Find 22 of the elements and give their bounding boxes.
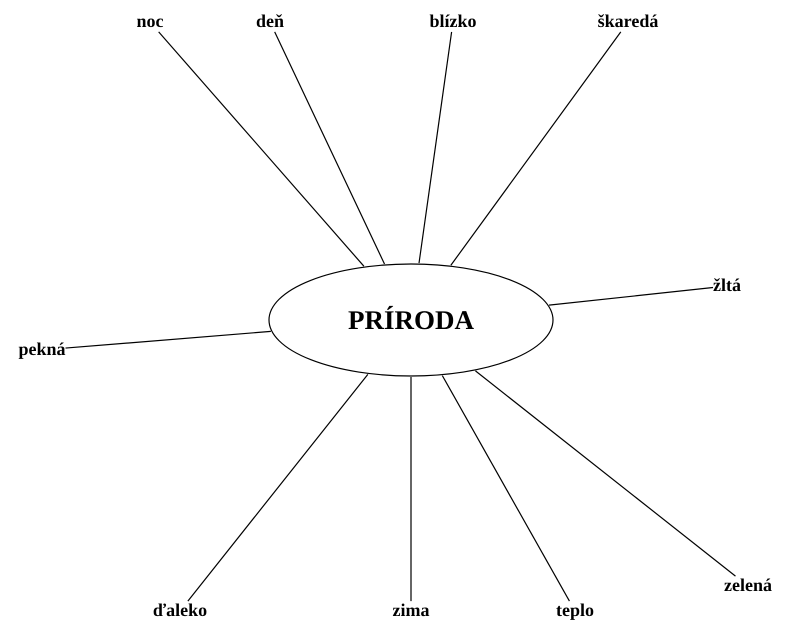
connector-line bbox=[187, 374, 368, 602]
word-label: ďaleko bbox=[152, 601, 208, 621]
word-label: deň bbox=[256, 12, 284, 32]
connector-line bbox=[450, 32, 622, 266]
connector-line bbox=[410, 377, 412, 602]
node-label: PRÍRODA bbox=[348, 304, 474, 336]
connector-line bbox=[158, 32, 364, 267]
connector-line bbox=[442, 375, 570, 602]
connector-line bbox=[549, 286, 714, 306]
word-label: škaredá bbox=[598, 12, 658, 32]
word-label: noc bbox=[136, 12, 164, 32]
connector-line bbox=[475, 370, 736, 577]
word-label: blízko bbox=[430, 12, 476, 32]
word-label: žltá bbox=[713, 276, 741, 296]
word-label: pekná bbox=[18, 340, 66, 360]
connector-line bbox=[274, 32, 386, 264]
word-label: zima bbox=[392, 601, 430, 621]
ellipse-node bbox=[268, 263, 554, 377]
connector-line bbox=[65, 330, 271, 349]
word-label: teplo bbox=[556, 601, 594, 621]
word-label: zelená bbox=[724, 576, 772, 596]
connector-line bbox=[418, 32, 452, 264]
